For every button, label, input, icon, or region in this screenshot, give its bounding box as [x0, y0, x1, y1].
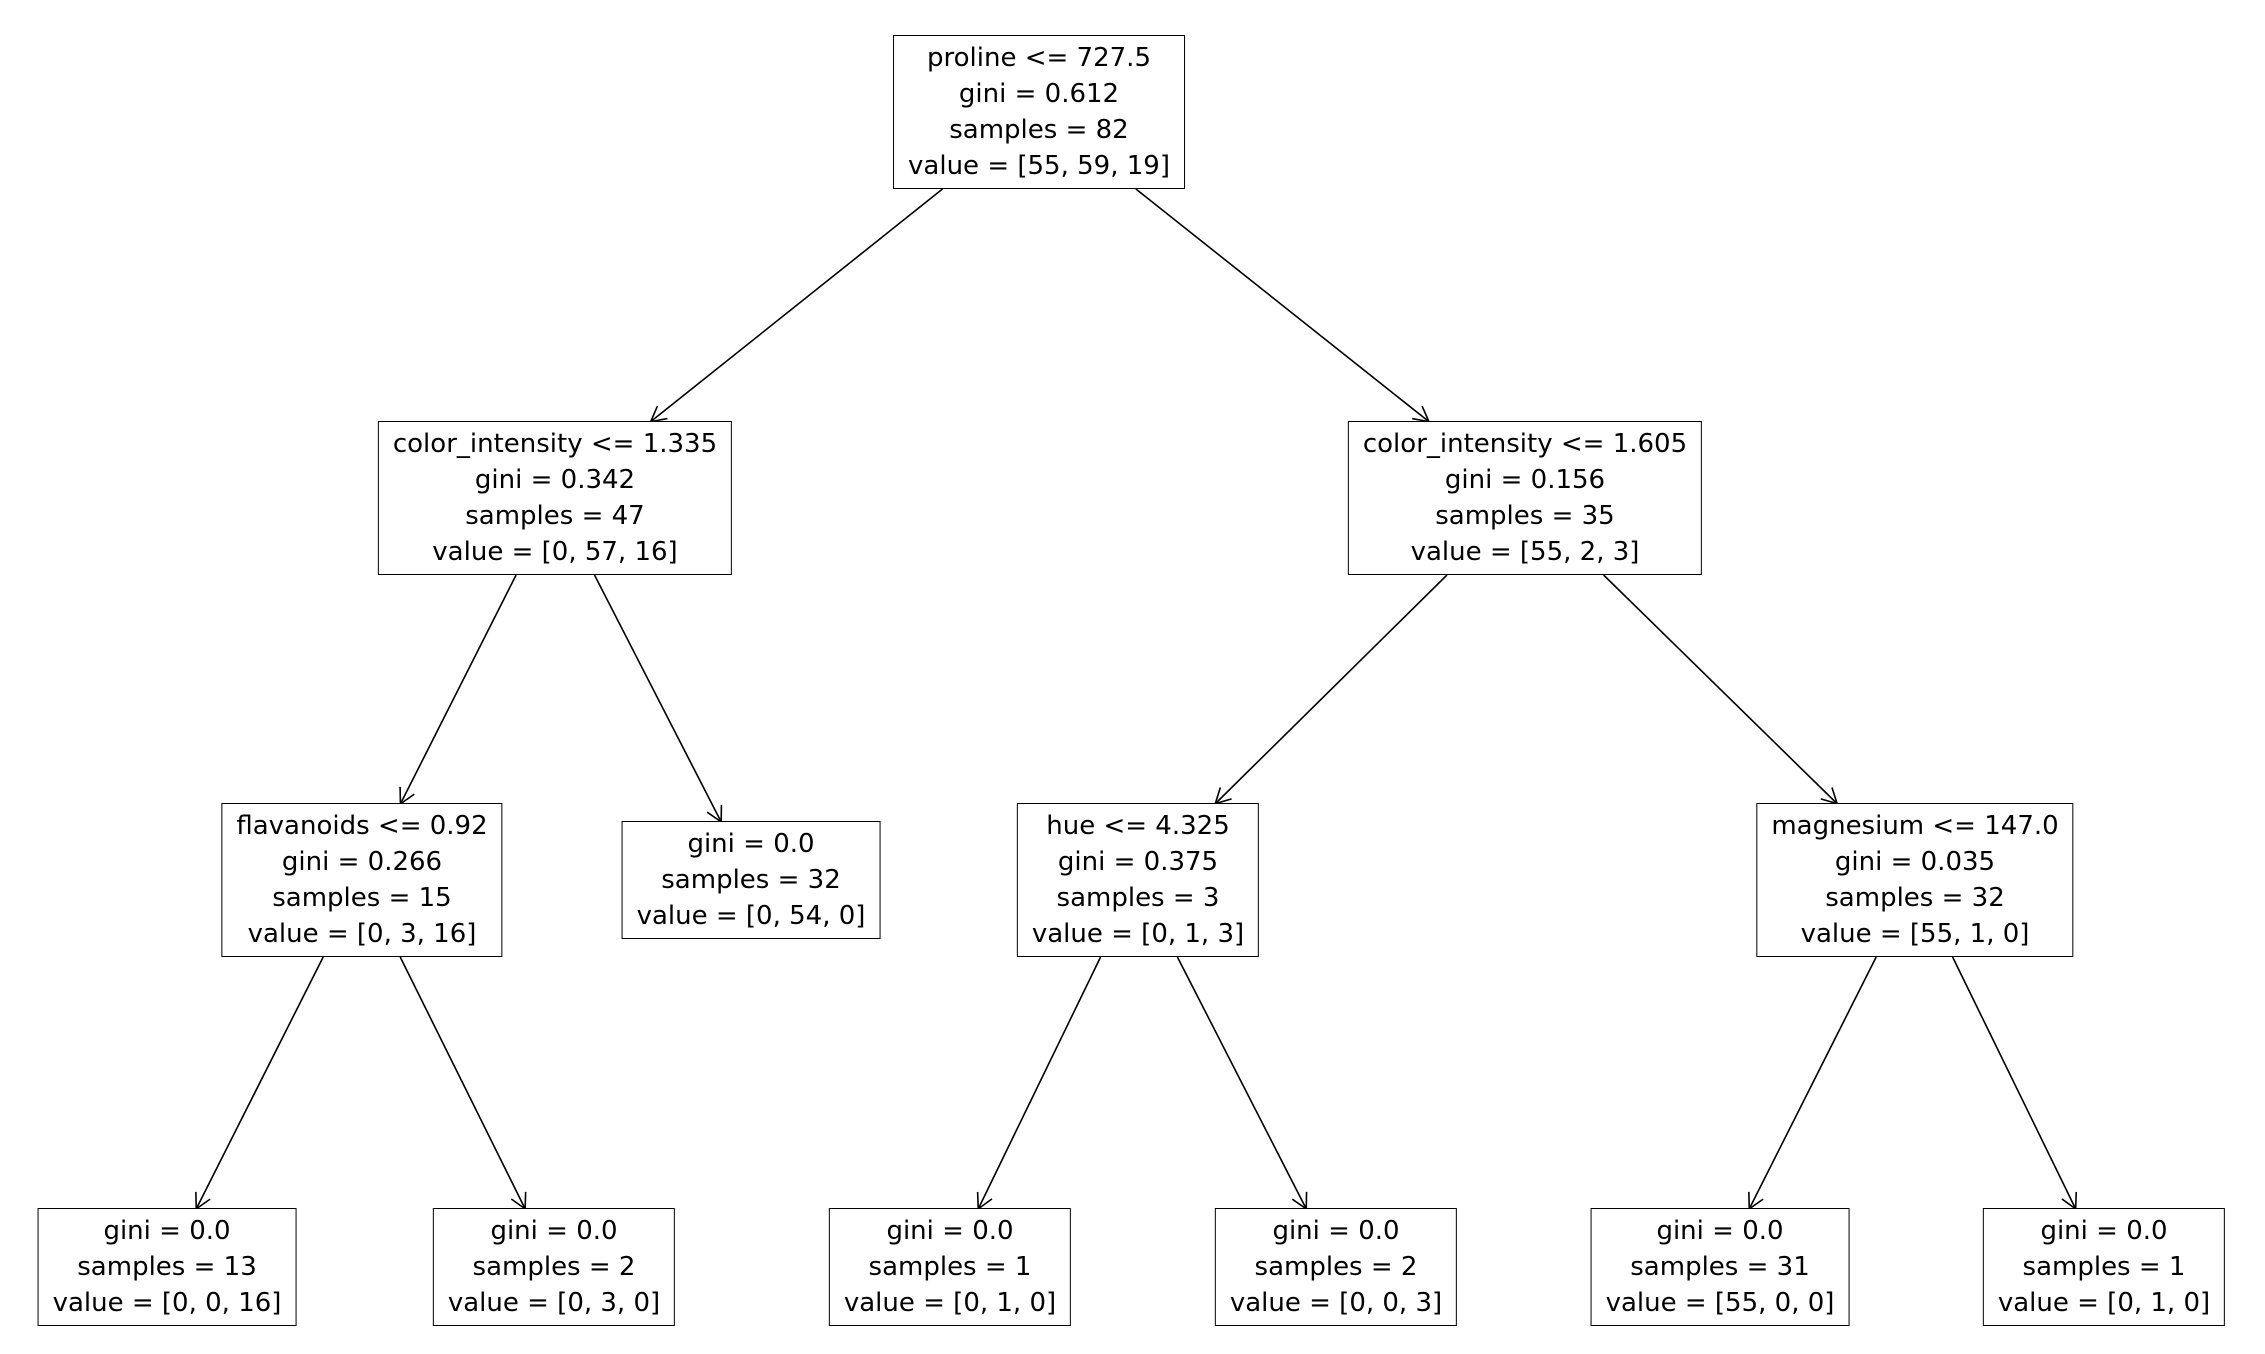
node-line: samples = 31: [1630, 1252, 1810, 1282]
node-line: proline <= 727.5: [927, 43, 1151, 73]
node-line: samples = 47: [465, 501, 645, 531]
node-line: gini = 0.0: [886, 1216, 1014, 1246]
node-line: gini = 0.612: [958, 79, 1120, 109]
tree-node-b5: gini = 0.0 samples = 31 value = [55, 0, 0]: [1590, 1208, 1850, 1326]
tree-node-root: proline <= 727.5 gini = 0.612 samples = 82…: [893, 35, 1185, 189]
node-line: gini = 0.375: [1057, 847, 1219, 877]
node-line: gini = 0.0: [103, 1216, 231, 1246]
node-line: gini = 0.0: [1656, 1216, 1784, 1246]
node-line: flavanoids <= 0.92: [236, 811, 488, 841]
node-line: value = [0, 3, 0]: [447, 1288, 661, 1318]
tree-edge-ll-b1: [195, 956, 324, 1211]
tree-edge-rl-b4: [1176, 956, 1308, 1211]
node-line: samples = 3: [1056, 883, 1220, 913]
node-line: samples = 13: [77, 1252, 257, 1282]
node-line: gini = 0.0: [687, 829, 815, 859]
tree-edge-root-r: [1135, 188, 1431, 423]
node-line: magnesium <= 147.0: [1771, 811, 2059, 841]
node-line: gini = 0.156: [1444, 465, 1606, 495]
node-line: samples = 32: [661, 865, 841, 895]
tree-node-b4: gini = 0.0 samples = 2 value = [0, 0, 3]: [1214, 1208, 1458, 1326]
node-line: value = [55, 2, 3]: [1410, 537, 1640, 567]
tree-node-ll: flavanoids <= 0.92 gini = 0.266 samples = …: [221, 803, 503, 957]
tree-edge-rr-b6: [1951, 956, 2078, 1211]
node-line: value = [0, 1, 3]: [1031, 919, 1245, 949]
node-line: color_intensity <= 1.335: [392, 429, 718, 459]
tree-edge-r-rr: [1603, 574, 1839, 805]
node-line: value = [0, 57, 16]: [432, 537, 678, 567]
tree-edge-rr-b5: [1748, 956, 1877, 1211]
node-line: value = [0, 3, 16]: [247, 919, 477, 949]
node-line: gini = 0.0: [1272, 1216, 1400, 1246]
tree-node-rl: hue <= 4.325 gini = 0.375 samples = 3 value…: [1016, 803, 1260, 957]
node-line: samples = 1: [868, 1252, 1032, 1282]
tree-node-l: color_intensity <= 1.335 gini = 0.342 samp…: [377, 421, 733, 575]
node-line: samples = 2: [472, 1252, 636, 1282]
tree-node-b3: gini = 0.0 samples = 1 value = [0, 1, 0]: [828, 1208, 1072, 1326]
node-line: gini = 0.035: [1834, 847, 1996, 877]
tree-edge-l-lr: [593, 574, 723, 824]
node-line: value = [0, 54, 0]: [636, 901, 866, 931]
node-line: gini = 0.0: [2040, 1216, 2168, 1246]
tree-edge-rl-b3: [976, 956, 1102, 1211]
tree-edge-l-ll: [399, 574, 517, 806]
node-line: value = [0, 1, 0]: [843, 1288, 1057, 1318]
node-line: samples = 82: [949, 115, 1129, 145]
node-line: color_intensity <= 1.605: [1362, 429, 1688, 459]
tree-node-b6: gini = 0.0 samples = 1 value = [0, 1, 0]: [1982, 1208, 2226, 1326]
tree-node-lr: gini = 0.0 samples = 32 value = [0, 54, 0]: [621, 821, 881, 939]
node-line: samples = 2: [1254, 1252, 1418, 1282]
tree-node-b1: gini = 0.0 samples = 13 value = [0, 0, 16]: [37, 1208, 297, 1326]
node-line: value = [55, 1, 0]: [1800, 919, 2030, 949]
node-line: hue <= 4.325: [1046, 811, 1230, 841]
tree-node-b2: gini = 0.0 samples = 2 value = [0, 3, 0]: [432, 1208, 676, 1326]
node-line: samples = 32: [1825, 883, 2005, 913]
node-line: value = [0, 1, 0]: [1997, 1288, 2211, 1318]
node-line: gini = 0.342: [474, 465, 636, 495]
node-line: samples = 15: [272, 883, 452, 913]
tree-edge-r-rl: [1214, 574, 1448, 805]
node-line: value = [55, 59, 19]: [908, 151, 1170, 181]
node-line: samples = 35: [1435, 501, 1615, 531]
node-line: value = [0, 0, 16]: [52, 1288, 282, 1318]
node-line: gini = 0.0: [490, 1216, 618, 1246]
node-line: gini = 0.266: [281, 847, 443, 877]
node-line: value = [0, 0, 3]: [1229, 1288, 1443, 1318]
node-line: value = [55, 0, 0]: [1605, 1288, 1835, 1318]
tree-edge-root-l: [649, 188, 943, 423]
tree-edge-ll-b2: [399, 956, 527, 1211]
tree-node-r: color_intensity <= 1.605 gini = 0.156 samp…: [1347, 421, 1703, 575]
node-line: samples = 1: [2022, 1252, 2186, 1282]
tree-node-rr: magnesium <= 147.0 gini = 0.035 samples = …: [1756, 803, 2074, 957]
